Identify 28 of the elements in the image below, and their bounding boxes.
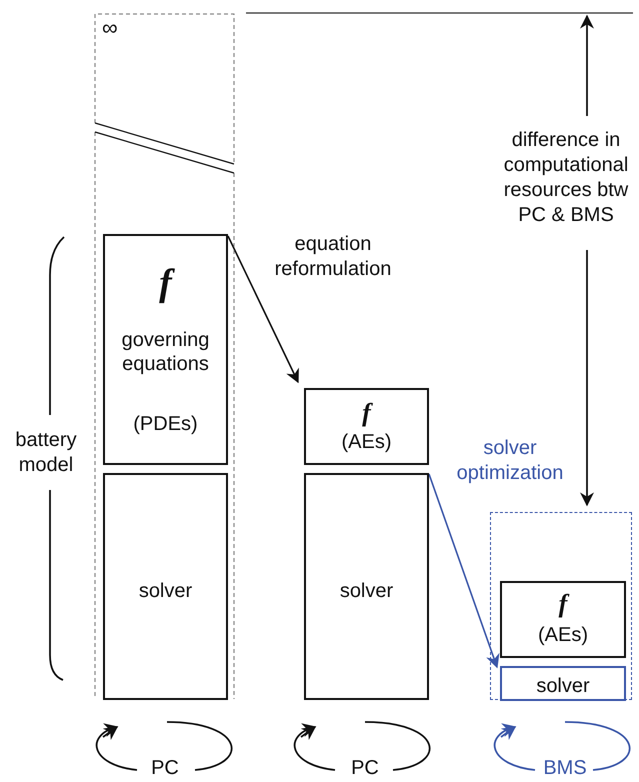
equation-box bbox=[304, 388, 429, 465]
equation-box bbox=[103, 234, 228, 465]
resource-column bbox=[94, 13, 235, 700]
function-symbol: f bbox=[361, 398, 374, 428]
solver-box bbox=[103, 473, 228, 700]
cycle-label: BMS bbox=[542, 757, 588, 779]
box-label: (AEs) bbox=[537, 623, 589, 647]
box-label: solver bbox=[138, 579, 194, 603]
arrow bbox=[227, 236, 299, 384]
bracket-label: battery model bbox=[14, 428, 78, 478]
function-symbol: f bbox=[109, 262, 222, 304]
box-label: solver bbox=[338, 579, 394, 603]
equation-box bbox=[500, 581, 626, 658]
solver-box bbox=[304, 473, 429, 700]
box-label: solver bbox=[535, 674, 591, 698]
function-symbol: f bbox=[558, 589, 570, 619]
box-label: governing equations bbox=[120, 328, 210, 376]
box-label: (AEs) bbox=[340, 430, 392, 454]
edge-label: equation reformulation bbox=[274, 232, 392, 282]
bms-box bbox=[490, 512, 632, 700]
cycle-label: PC bbox=[350, 757, 380, 779]
dimension-label: difference in computational resources btw PC & BMS bbox=[502, 128, 630, 228]
arrow bbox=[428, 474, 500, 668]
solver-box bbox=[500, 666, 626, 701]
edge-label: solver optimization bbox=[456, 436, 564, 486]
cycle-label: PC bbox=[150, 757, 180, 779]
box-label: (PDEs) bbox=[132, 412, 199, 436]
infinity-symbol: ∞ bbox=[102, 15, 118, 41]
